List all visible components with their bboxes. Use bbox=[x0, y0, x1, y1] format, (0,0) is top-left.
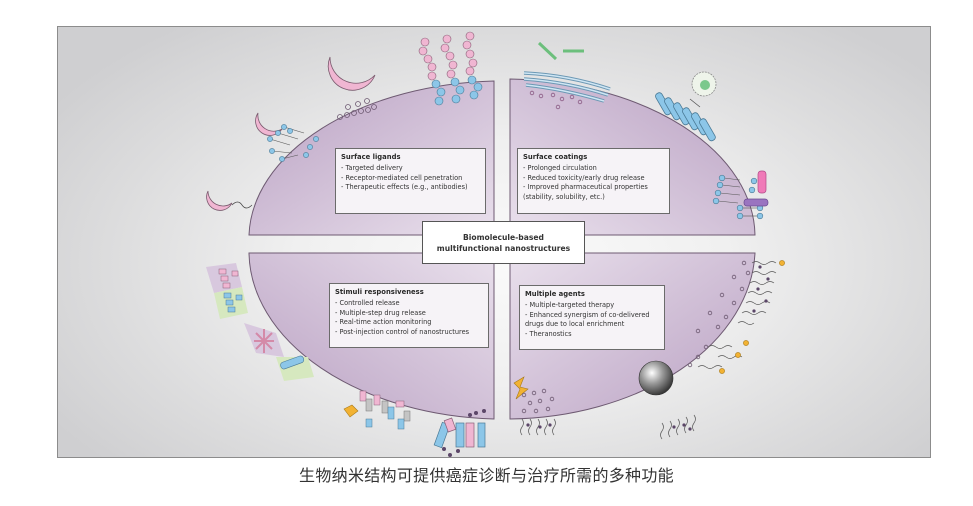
lipid-anchors-icon bbox=[267, 124, 319, 162]
lightning-icon bbox=[513, 376, 529, 400]
release-fragments-icon bbox=[343, 390, 411, 430]
blue-coil-icon bbox=[280, 355, 305, 370]
stimuli-lipid-blue bbox=[223, 292, 243, 313]
peg-dot-icon bbox=[526, 265, 770, 431]
stimuli-responsiveness-item: - Post-injection control of nanostructur… bbox=[335, 327, 470, 336]
drug-dots-icon bbox=[521, 260, 751, 414]
stimuli-responsiveness-box: Stimuli responsiveness - Controlled rele… bbox=[329, 283, 489, 348]
multiple-agents-box: Multiple agents - Multiple-targeted ther… bbox=[519, 285, 665, 350]
lipid-heads-right bbox=[712, 174, 764, 220]
lipid-coating-right bbox=[717, 177, 758, 217]
surface-coatings-item: (stability, solubility, etc.) bbox=[523, 192, 605, 201]
stimuli-responsiveness-item: - Controlled release bbox=[335, 299, 400, 308]
multiple-agents-item: - Enhanced synergism of co-delivered bbox=[525, 310, 650, 319]
pink-peptide-icon bbox=[757, 170, 767, 194]
multiple-agents-item: - Theranostics bbox=[525, 329, 572, 338]
center-title-box: Biomolecule-based multifunctional nanost… bbox=[422, 221, 585, 264]
stimuli-responsiveness-title: Stimuli responsiveness bbox=[335, 288, 424, 296]
released-drug-column-icon bbox=[433, 409, 486, 457]
stimuli-responsiveness-item: - Multiple-step drug release bbox=[335, 308, 426, 317]
surface-ligands-item: - Receptor-mediated cell penetration bbox=[341, 173, 463, 182]
surface-coatings-box: Surface coatings - Prolonged circulation… bbox=[517, 148, 670, 214]
peg-chain-icon bbox=[520, 261, 777, 440]
small-ring-icon bbox=[529, 90, 583, 110]
surface-ligands-item: - Therapeutic effects (e.g., antibodies) bbox=[341, 183, 468, 192]
ring-chain-icon bbox=[337, 98, 377, 120]
multiple-agents-item: - Multiple-targeted therapy bbox=[525, 301, 615, 310]
stimuli-lipid-pink bbox=[218, 268, 239, 289]
cell-icon bbox=[689, 71, 717, 108]
antibody-column-icon bbox=[655, 92, 716, 142]
star-molecule-icon bbox=[254, 329, 274, 353]
multiple-agents-item: drugs due to local enrichment bbox=[525, 320, 625, 329]
surface-ligands-box: Surface ligands - Targeted delivery - Re… bbox=[335, 148, 486, 214]
surface-coatings-item: - Prolonged circulation bbox=[523, 164, 597, 173]
purple-peptide-icon bbox=[743, 198, 769, 207]
coating-layer-inner bbox=[523, 72, 611, 102]
nanostructure-figure: Biomolecule-based multifunctional nanost… bbox=[57, 26, 931, 458]
surface-coatings-item: - Improved pharmaceutical properties bbox=[523, 183, 648, 192]
inorganic-sphere-icon bbox=[638, 360, 674, 396]
crescent-ligand-icon bbox=[206, 56, 376, 211]
figure-caption: 生物纳米结构可提供癌症诊断与治疗所需的多种功能 bbox=[299, 466, 674, 485]
polymer-chain-icon bbox=[418, 31, 483, 106]
green-rod-icon bbox=[537, 41, 584, 61]
orange-ligand-icon bbox=[719, 260, 785, 374]
center-title-line2: multifunctional nanostructures bbox=[436, 243, 571, 253]
surface-ligands-item: - Targeted delivery bbox=[341, 164, 403, 173]
stimuli-responsiveness-item: - Real-time action monitoring bbox=[335, 318, 432, 327]
center-title-line1: Biomolecule-based bbox=[463, 232, 544, 242]
surface-ligands-title: Surface ligands bbox=[341, 153, 401, 161]
surface-coatings-item: - Reduced toxicity/early drug release bbox=[523, 173, 645, 182]
multiple-agents-title: Multiple agents bbox=[525, 290, 585, 298]
surface-coatings-title: Surface coatings bbox=[523, 153, 588, 161]
